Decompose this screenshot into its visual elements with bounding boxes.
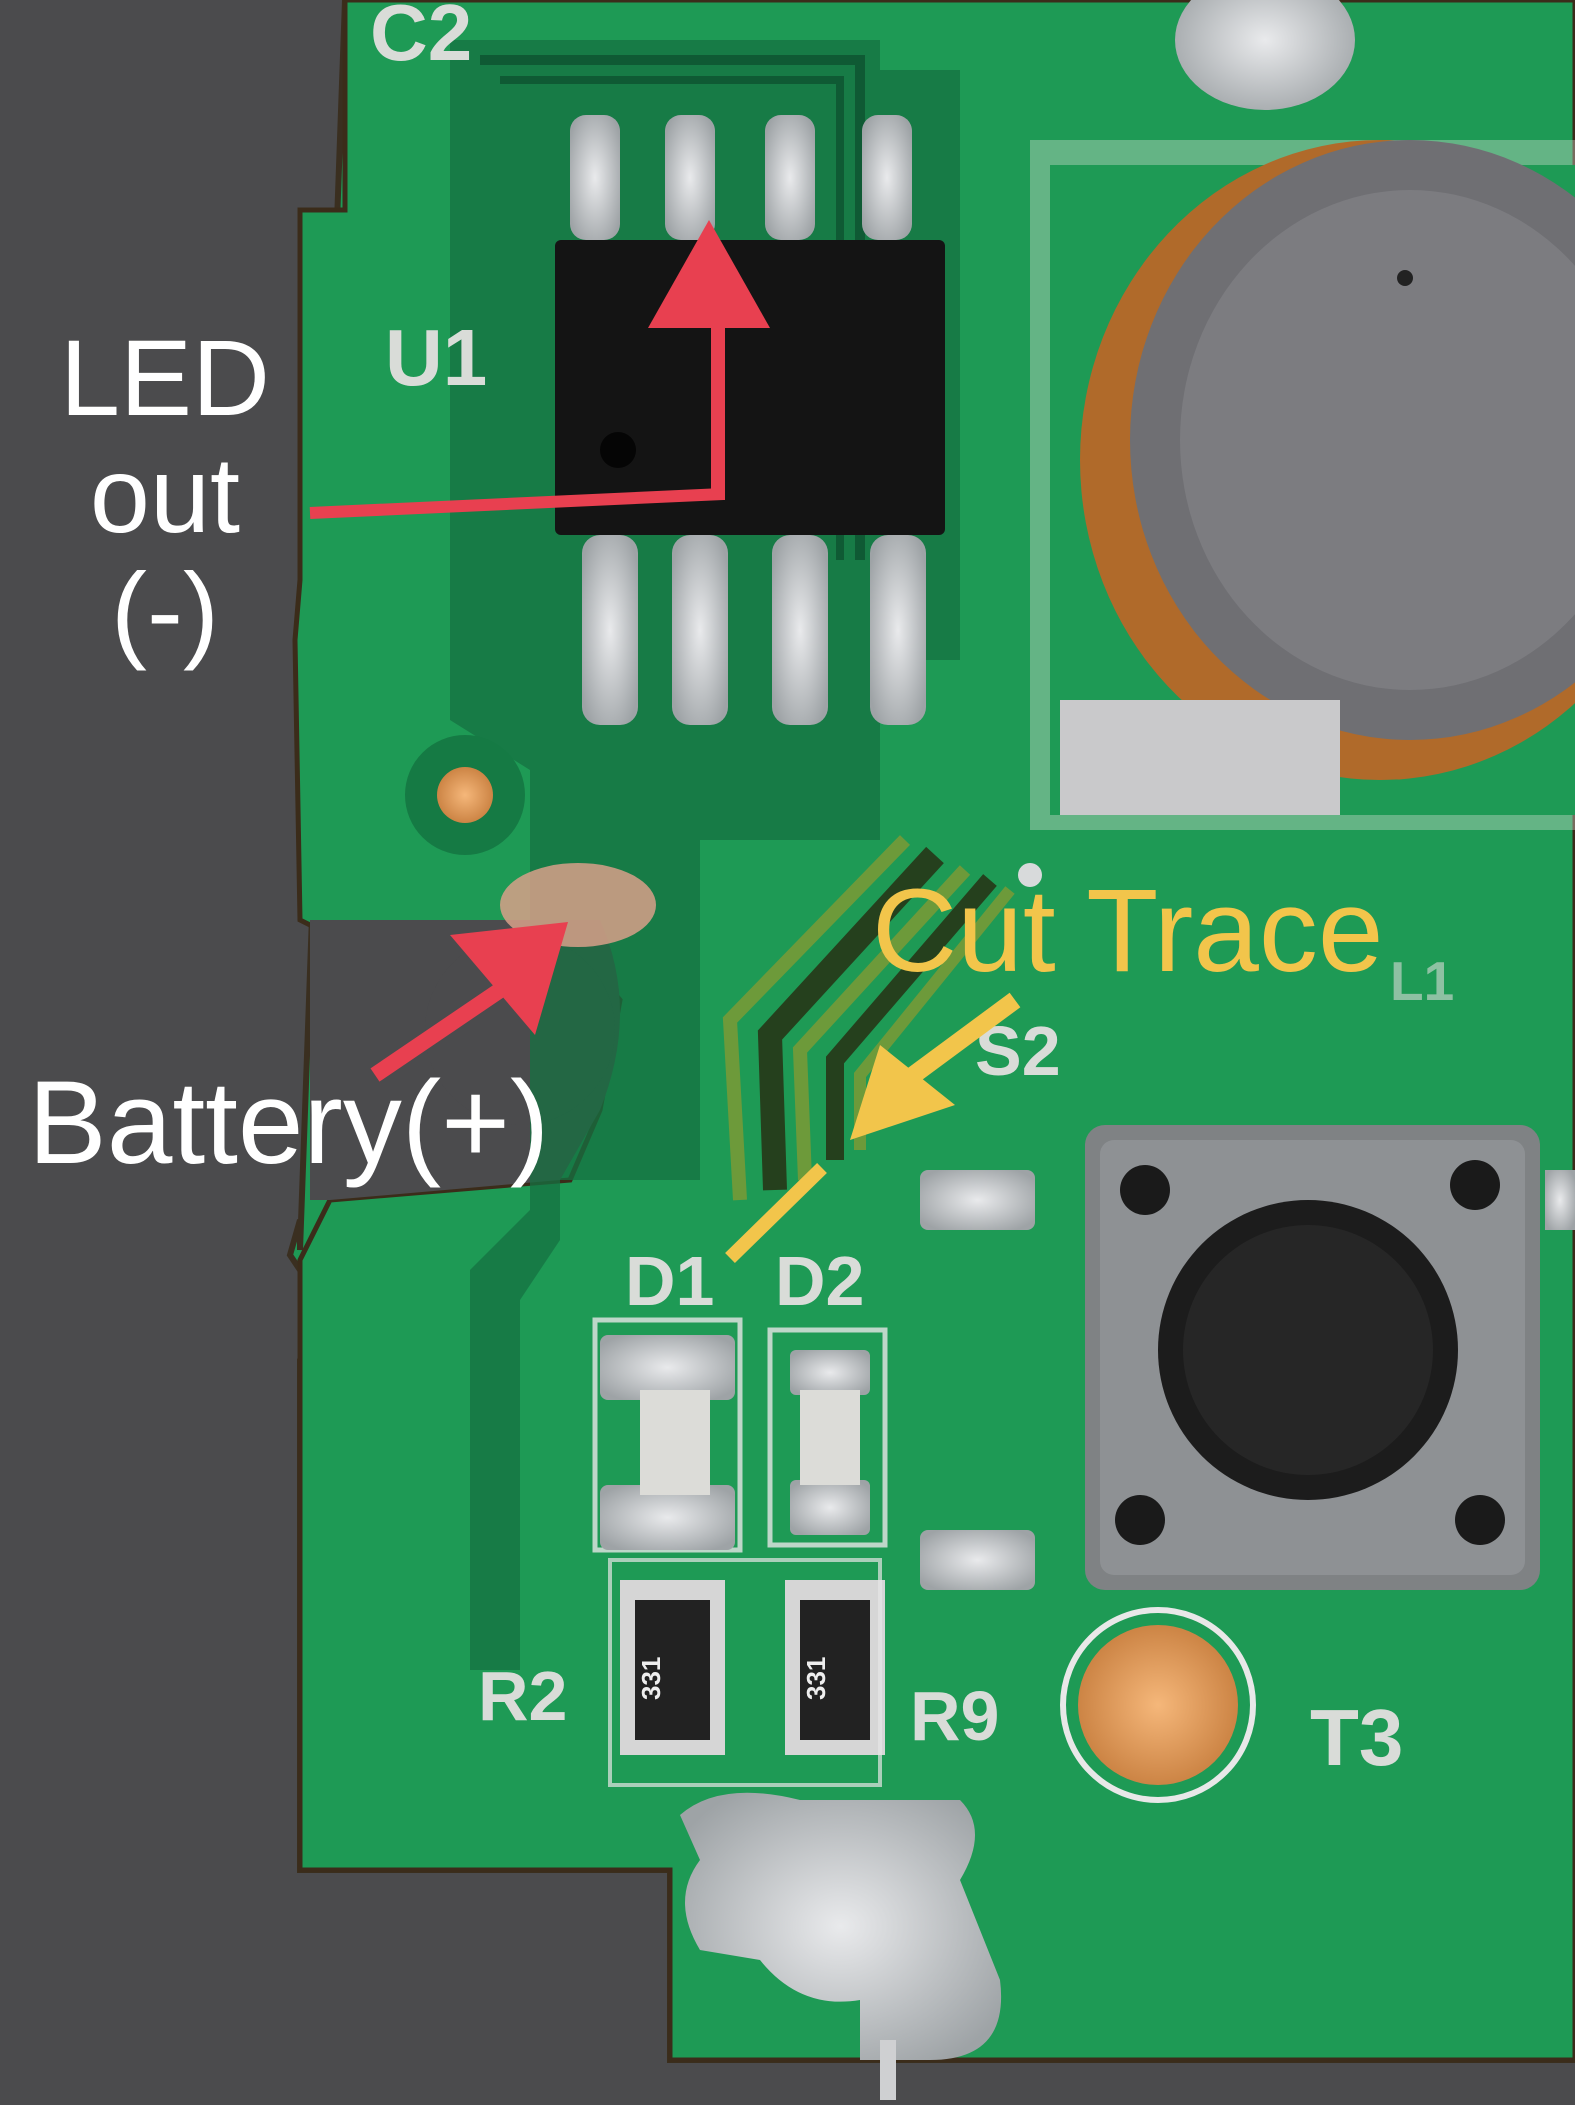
silk-d1: D1 xyxy=(625,1242,714,1320)
led-out-line3: (-) xyxy=(111,550,219,672)
silk-l1: L1 xyxy=(1390,950,1454,1012)
d1-led-body xyxy=(640,1390,710,1495)
u1-bottom-pins xyxy=(582,535,926,725)
led-out-arrow xyxy=(309,220,770,519)
silk-u1: U1 xyxy=(385,313,487,402)
silk-d2: D2 xyxy=(775,1242,864,1320)
u1-top-pins xyxy=(570,115,912,240)
pushbutton-corner-holes xyxy=(1115,1160,1505,1545)
cut-trace-arrow xyxy=(725,992,1021,1264)
resistor-code-b: 331 xyxy=(801,1657,831,1700)
inductor-dot xyxy=(1397,270,1413,286)
cut-trace-label: Cut Trace xyxy=(872,865,1384,997)
inductor-core-top xyxy=(1180,190,1575,690)
copper-via xyxy=(437,767,493,823)
led-out-line2: out xyxy=(89,433,241,555)
cut-mark xyxy=(725,1162,827,1264)
inductor-solder-pad xyxy=(1060,700,1340,815)
battery-arrow xyxy=(370,922,568,1082)
silk-r9: R9 xyxy=(910,1677,999,1755)
led-out-label: LED out (-) xyxy=(20,317,310,672)
u1-pin1-dot xyxy=(600,432,636,468)
resistor-outline xyxy=(608,1558,882,1787)
solder-wire xyxy=(680,1792,1002,2060)
resistor-r2-body xyxy=(635,1600,710,1740)
t3-ring xyxy=(1060,1607,1256,1803)
wire-lead xyxy=(880,2040,896,2100)
d2-top-pad xyxy=(790,1350,870,1395)
d2-led-body xyxy=(800,1390,860,1485)
pushbutton-cap xyxy=(1183,1225,1433,1475)
silk-r2: R2 xyxy=(478,1657,567,1735)
top-solder-blob xyxy=(1175,0,1355,110)
highlighted-trace xyxy=(722,835,1015,1201)
silk-t3: T3 xyxy=(1310,1693,1403,1782)
battery-label: Battery(+) xyxy=(28,1057,550,1189)
silkscreen-labels: C2 U1 S2 D1 D2 R2 R9 T3 L1 331 331 xyxy=(370,0,1454,1782)
resistor-code-a: 331 xyxy=(636,1657,666,1700)
u1-ic-chip xyxy=(555,240,945,535)
t3-copper-pad xyxy=(1078,1625,1238,1785)
d2-bottom-pad xyxy=(790,1480,870,1535)
resistor-r9-body xyxy=(800,1600,870,1740)
silk-c2: C2 xyxy=(370,0,472,77)
led-out-line1: LED xyxy=(59,317,271,438)
d2-outline xyxy=(767,1327,888,1548)
pushbutton-legs xyxy=(920,1170,1575,1590)
small-via xyxy=(1018,863,1042,887)
d1-top-pad xyxy=(600,1335,735,1400)
d1-bottom-pad xyxy=(600,1485,735,1550)
